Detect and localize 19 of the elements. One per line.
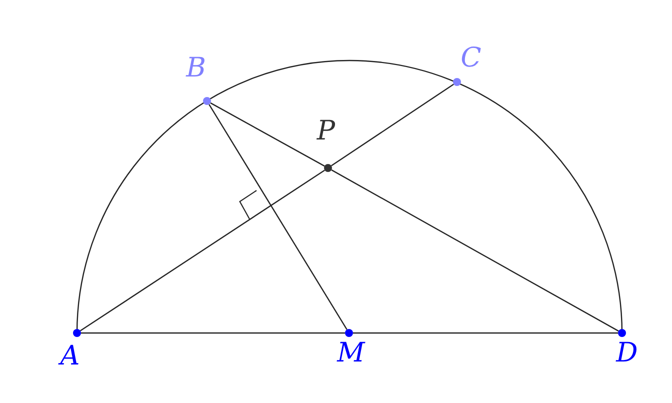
point-dot bbox=[453, 78, 461, 86]
point-label: M bbox=[337, 340, 365, 366]
line-segment bbox=[81, 332, 345, 334]
point-label: A bbox=[60, 342, 80, 370]
line-segment bbox=[331, 84, 454, 166]
point-dot bbox=[618, 329, 626, 337]
line-segment bbox=[80, 170, 325, 332]
point-label: B bbox=[186, 54, 206, 82]
point-label: D bbox=[616, 340, 638, 366]
point-dot bbox=[203, 97, 211, 105]
point-dot bbox=[73, 329, 81, 337]
point-label: P bbox=[316, 118, 336, 144]
point-dot bbox=[324, 164, 332, 172]
point-label: C bbox=[460, 44, 482, 72]
line-segment bbox=[210, 102, 325, 167]
line-segment bbox=[353, 332, 618, 334]
line-segment bbox=[331, 169, 619, 332]
line-segment bbox=[208, 104, 348, 330]
point-dot bbox=[345, 329, 353, 337]
